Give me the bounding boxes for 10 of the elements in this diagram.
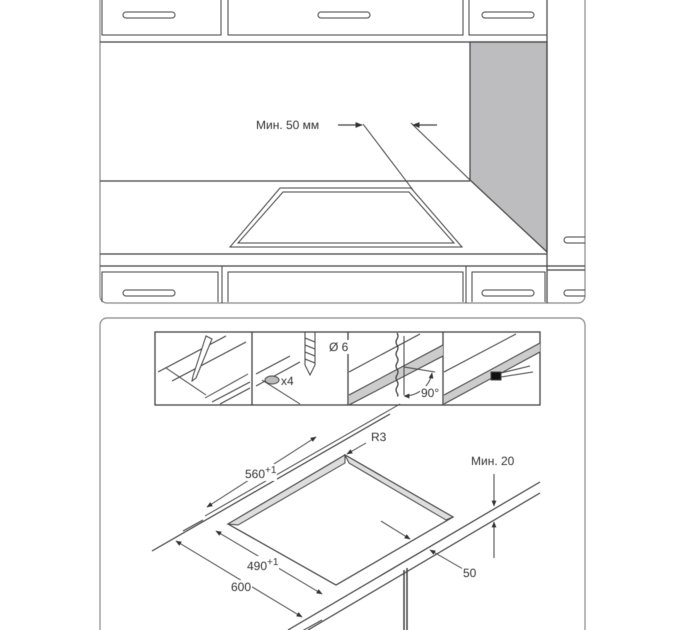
angle-label: 90° bbox=[420, 386, 440, 400]
drill-size-label: Ø 6 bbox=[328, 340, 350, 354]
dimension-label: 50 bbox=[462, 566, 478, 580]
dimension-label: R3 bbox=[370, 430, 388, 444]
dimension-label: Мин. 20 bbox=[470, 454, 516, 468]
dimension-label: 600 bbox=[230, 580, 252, 594]
dimension-label: 490$^{+1}$ bbox=[246, 556, 280, 573]
quantity-label: x4 bbox=[280, 374, 295, 388]
dimension-label: 560$^{+1}$ bbox=[244, 464, 278, 481]
dimension-label: Мин. 50 мм bbox=[255, 118, 320, 132]
